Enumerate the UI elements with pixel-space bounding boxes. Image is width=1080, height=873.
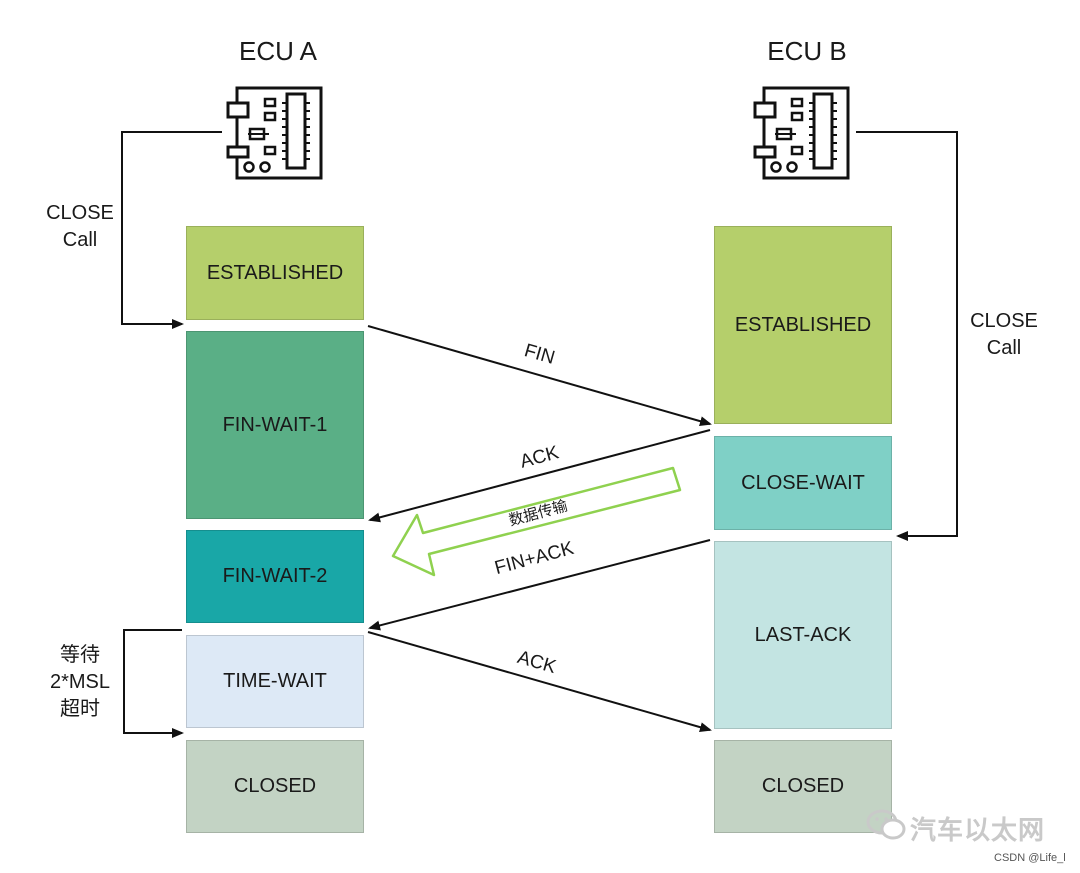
ecu-a-board-icon [226,86,323,180]
left-state-time-wait: TIME-WAIT [186,635,364,728]
credit-text: CSDN @Life_l [994,852,1066,864]
watermark-text: 汽车以太网 [910,815,1046,845]
right-close-call-connector [856,131,958,541]
wait-line2: 2*MSL [49,671,111,693]
right-state-closed: CLOSED [714,740,892,833]
ecu-b-title: ECU B [767,36,847,66]
right-close-call-label: CLOSE Call [964,308,1044,362]
right-state-last-ack: LAST-ACK [714,541,892,729]
right-close-call-line2: Call [986,337,1022,359]
left-close-call-label: CLOSE Call [40,200,120,254]
left-close-call-line2: Call [62,229,98,251]
right-state-close-wait: CLOSE-WAIT [714,436,892,530]
left-state-closed: CLOSED [186,740,364,833]
wait-line1: 等待 [60,644,100,666]
wait-line3: 超时 [60,698,100,720]
data-transfer-arrow [391,466,682,577]
left-close-call-line1: CLOSE [46,202,114,224]
right-state-established: ESTABLISHED [714,226,892,424]
wechat-logo-icon [866,809,906,840]
wait-bracket-connector [123,629,184,738]
ack-arrow-1 [368,429,711,523]
ecu-b-board-icon [753,86,850,180]
left-state-established: ESTABLISHED [186,226,364,320]
left-state-fin-wait-2: FIN-WAIT-2 [186,530,364,623]
wait-2msl-label: 等待 2*MSL 超时 [40,642,120,723]
right-close-call-line1: CLOSE [970,310,1038,332]
fin-ack-arrow [368,539,711,631]
left-close-call-connector [121,131,222,329]
fin-arrow [367,325,712,427]
ack-arrow-2 [367,631,712,733]
ecu-a-title: ECU A [238,36,318,66]
left-state-fin-wait-1: FIN-WAIT-1 [186,331,364,519]
